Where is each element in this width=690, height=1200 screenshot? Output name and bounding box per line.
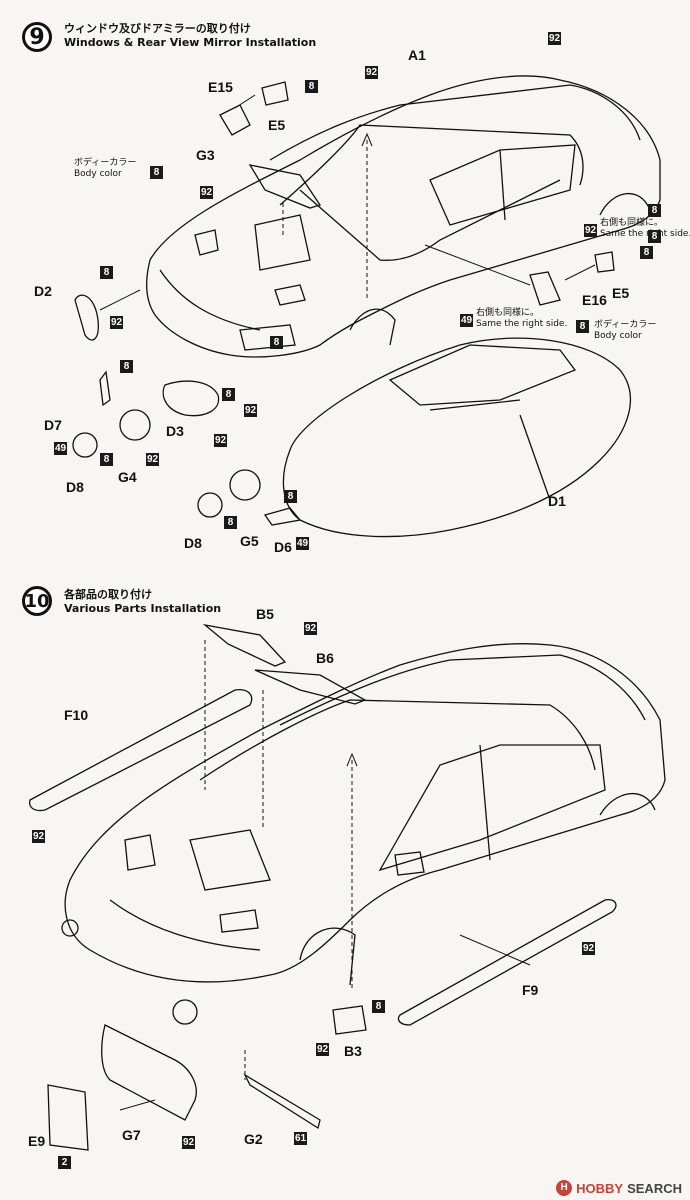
label-G3: G3	[196, 147, 215, 163]
watermark-suffix: SEARCH	[627, 1180, 682, 1196]
badge-9-12: 8	[120, 360, 133, 373]
label-G4: G4	[118, 469, 137, 485]
badge-10-5: 92	[182, 1136, 195, 1149]
step-9-window-part-d1	[282, 337, 632, 538]
label-D8-lower: D8	[184, 535, 202, 551]
step-10-number: 10	[22, 586, 52, 616]
badge-9-7: 8	[100, 266, 113, 279]
step-9-title: ウィンドウ及びドアミラーの取り付け Windows & Rear View Mi…	[64, 22, 316, 50]
hobby-search-logo-icon: H	[556, 1180, 573, 1196]
step-10-arrows	[119, 640, 531, 1111]
label-E5-top: E5	[268, 117, 286, 133]
grille-g7	[101, 1024, 197, 1121]
badge-9-15: 8	[222, 388, 235, 401]
part-d8-lower	[197, 492, 223, 518]
badge-9-1: 92	[365, 66, 378, 79]
note-same-right-side-top: 右側も同様に。 Same the right side.	[600, 218, 690, 239]
spoiler-b5	[202, 623, 287, 667]
badge-9-20: 92	[214, 434, 227, 447]
part-d6	[263, 507, 302, 526]
mirror-e15	[219, 104, 251, 136]
label-G5: G5	[240, 533, 259, 549]
label-D7: D7	[44, 417, 62, 433]
badge-9-18: 8	[284, 490, 297, 503]
badge-9-8: 92	[584, 224, 597, 237]
label-A1: A1	[408, 47, 426, 63]
part-g4	[119, 409, 151, 441]
part-d8	[72, 432, 98, 458]
badge-10-1: 92	[32, 830, 45, 843]
part-g5	[229, 469, 261, 501]
note-body-color-right: ボディーカラー Body color	[594, 320, 657, 341]
label-F9: F9	[522, 982, 539, 998]
badge-9-16: 49	[54, 442, 67, 455]
step-9-number: 9	[22, 22, 52, 52]
label-E15: E15	[208, 79, 233, 95]
note-same-right-side-mid: 右側も同様に。 Same the right side.	[476, 308, 568, 329]
badge-9-3: 8	[150, 166, 163, 179]
badge-9-6: 8	[648, 230, 661, 243]
step-10-title: 各部品の取り付け Various Parts Installation	[64, 588, 221, 616]
part-b3	[332, 1005, 367, 1035]
step-9-arrows	[99, 94, 596, 311]
badge-9-21: 92	[146, 453, 159, 466]
label-G7: G7	[122, 1127, 141, 1143]
badge-9-2: 8	[305, 80, 318, 93]
badge-9-10: 8	[576, 320, 589, 333]
step-9-title-en: Windows & Rear View Mirror Installation	[64, 36, 317, 49]
badge-9-0: 92	[548, 32, 561, 45]
watermark-brand: HOBBY	[576, 1180, 624, 1196]
badge-9-14: 92	[244, 404, 257, 417]
step-9-car-body	[146, 75, 661, 358]
label-E16: E16	[582, 292, 607, 308]
step-10-title-jp: 各部品の取り付け	[64, 588, 152, 601]
part-g2	[243, 1073, 321, 1130]
badge-9-9: 8	[640, 246, 653, 259]
part-d7	[99, 370, 111, 407]
badge-9-4: 8	[648, 204, 661, 217]
spoiler-b6	[254, 669, 367, 705]
badge-10-3: 8	[372, 1000, 385, 1013]
wing-g3	[248, 164, 322, 209]
step-10-title-en: Various Parts Installation	[64, 602, 222, 615]
label-E9: E9	[28, 1133, 46, 1149]
mirror-e16	[529, 271, 561, 306]
badge-9-19: 8	[224, 516, 237, 529]
badge-9-24: 8	[270, 336, 283, 349]
badge-10-2: 92	[582, 942, 595, 955]
badge-10-4: 92	[316, 1043, 329, 1056]
badge-9-13: 49	[460, 314, 473, 327]
step-9-title-jp: ウィンドウ及びドアミラーの取り付け	[64, 22, 251, 35]
badge-10-0: 92	[304, 622, 317, 635]
badge-9-5: 92	[200, 186, 213, 199]
badge-10-8: 2	[58, 1156, 71, 1169]
label-D6: D6	[274, 539, 292, 555]
mirror-e5-right	[594, 251, 615, 273]
label-D1: D1	[548, 493, 566, 509]
badge-10-7: 61	[294, 1132, 307, 1145]
part-d3	[162, 380, 220, 417]
label-D3: D3	[166, 423, 184, 439]
badge-9-23: 49	[296, 537, 309, 550]
label-F10: F10	[64, 707, 89, 723]
hobby-search-watermark: H HOBBY SEARCH	[556, 1180, 682, 1196]
label-G2: G2	[244, 1131, 263, 1147]
plate-e9	[47, 1084, 89, 1151]
label-D2: D2	[34, 283, 52, 299]
label-B3: B3	[344, 1043, 362, 1059]
badge-9-11: 92	[110, 316, 123, 329]
part-d2	[74, 294, 99, 341]
mirror-e5-top	[261, 81, 289, 106]
label-E5-right: E5	[612, 285, 630, 301]
side-skirt-f9	[397, 899, 617, 1026]
badge-9-17: 8	[100, 453, 113, 466]
side-skirt-f10	[29, 689, 253, 812]
note-body-color-left: ボディーカラー Body color	[74, 158, 137, 179]
label-B6: B6	[316, 650, 334, 666]
label-D8: D8	[66, 479, 84, 495]
label-B5: B5	[256, 606, 274, 622]
